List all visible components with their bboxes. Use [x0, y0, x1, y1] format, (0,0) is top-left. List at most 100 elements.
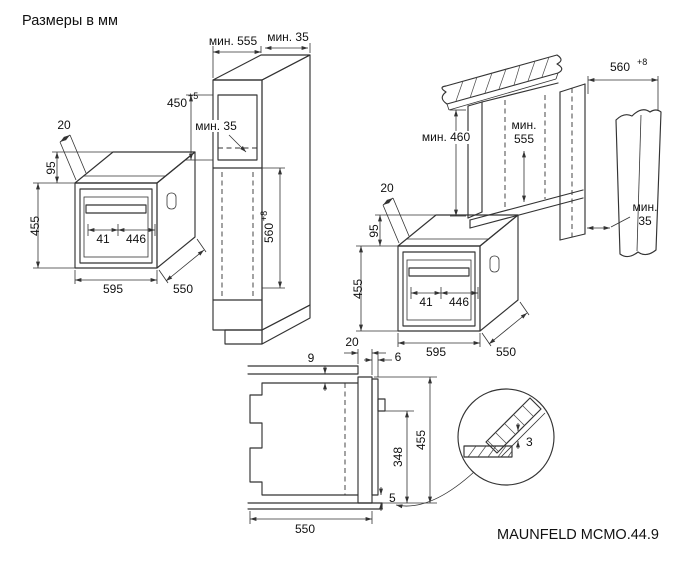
dim-min35-top: мин. 35 [265, 30, 311, 53]
dim-41-label: 41 [419, 295, 433, 309]
oven-side-grip [489, 255, 500, 273]
dim-20-label: 20 [57, 118, 71, 132]
dim-min35-base: мин. 35 [587, 200, 658, 230]
dim-560-tolerance: +8 [259, 211, 269, 221]
dim-560: 560 +8 [259, 167, 285, 289]
dim-95: 95 [367, 214, 436, 246]
dim-455-section-label: 455 [414, 430, 428, 450]
dim-min460-label: мин. 460 [422, 130, 471, 144]
dim-446-label: 446 [126, 232, 146, 246]
oven-top-face [74, 151, 196, 184]
dim-450-tolerance: +5 [188, 91, 198, 101]
plinth-side [261, 304, 311, 345]
oven-handle [85, 204, 147, 214]
bottom-shelf [469, 189, 584, 229]
section-drawing: 9 20 6 455 348 5 [247, 335, 437, 536]
detail-circle [457, 388, 555, 486]
shelf-hatching [467, 445, 513, 458]
dim-20-section: 20 [344, 335, 386, 375]
dim-41-label: 41 [96, 232, 110, 246]
dim-min555-label: мин. 555 [209, 34, 258, 48]
dim-560-base-label: 560 [610, 60, 630, 74]
dim-min35-base-value: 35 [638, 214, 652, 228]
dim-min555-base-word: мин. [512, 118, 537, 132]
rear-wall-torn-panel [615, 109, 662, 258]
door-section [371, 378, 379, 496]
dim-20: 20 [380, 181, 410, 244]
dim-min35-mid: мин. 35 [192, 119, 247, 153]
dim-560-base-tolerance: +8 [637, 57, 647, 67]
dim-550-label: 550 [173, 282, 193, 296]
dim-min555-base-value: 555 [514, 132, 534, 146]
dim-20-section-label: 20 [345, 335, 359, 349]
handle-section [377, 398, 386, 412]
dim-3: 3 [516, 423, 533, 449]
dim-455-section: 455 [374, 376, 437, 504]
dim-5-label: 5 [389, 491, 396, 505]
dim-6: 6 [364, 350, 402, 377]
dim-595-label: 595 [103, 282, 123, 296]
detail-circle-drawing: 3 [395, 388, 555, 509]
dim-41-446: 41 446 [87, 224, 156, 246]
rear-wall-thickness [636, 114, 642, 252]
dim-min555-base: мин. 555 [512, 118, 537, 202]
oven-handle [408, 267, 470, 277]
dim-595: 595 [74, 270, 158, 296]
oven-door-glass [83, 196, 149, 258]
oven-front-face [74, 182, 158, 269]
cabinet-top-face [212, 54, 311, 81]
oven-side-grip [166, 192, 177, 210]
dim-455: 455 [351, 245, 398, 332]
countertop-hatching [455, 56, 550, 102]
oven-right-drawing: 20 95 455 41 446 595 [351, 181, 530, 359]
dim-595-label: 595 [426, 345, 446, 359]
dim-455-label: 455 [28, 216, 42, 236]
countertop-torn-panel [441, 54, 563, 105]
detail-leader-arc [395, 471, 475, 509]
page-title: Размеры в мм [22, 13, 118, 29]
dim-550: 550 [158, 238, 207, 296]
dim-20-label: 20 [380, 181, 394, 195]
dim-450-label: 450 [167, 96, 187, 110]
oven-side-face [479, 214, 519, 332]
dim-560-label: 560 [262, 223, 276, 243]
door-edge-section [485, 397, 542, 454]
oven-door-glass [406, 259, 472, 321]
dim-348: 348 [385, 410, 414, 503]
dim-550-label: 550 [496, 345, 516, 359]
cabinet-front-face [212, 79, 263, 331]
dim-20: 20 [57, 118, 87, 181]
dim-446-label: 446 [449, 295, 469, 309]
dim-450: 450 +5 [167, 91, 213, 161]
oven-side-face [156, 151, 196, 269]
oven-door [402, 251, 476, 327]
dim-5: 5 [379, 487, 396, 511]
plinth-front [224, 329, 263, 345]
panel-surface-line [500, 412, 546, 458]
dim-min460: мин. 460 [418, 109, 474, 217]
dim-550-section-label: 550 [295, 522, 315, 536]
left-side-panel [467, 101, 483, 219]
base-cabinet-drawing: 560 +8 мин. 460 мин. 555 мин. 35 [418, 54, 662, 258]
dim-595: 595 [397, 333, 481, 359]
dim-95-label: 95 [44, 161, 58, 175]
oven-front-face [397, 245, 481, 332]
dim-560-base: 560 +8 [587, 57, 659, 110]
oven-body-profile [249, 382, 359, 496]
dim-min35-base-word: мин. [633, 200, 658, 214]
dim-9-label: 9 [308, 351, 315, 365]
niche-top-edge [481, 82, 559, 103]
right-side-panel [559, 83, 586, 241]
oven-door [79, 188, 153, 264]
dim-6-label: 6 [395, 350, 402, 364]
dim-455-label: 455 [351, 279, 365, 299]
model-label: MAUNFELD MCMO.44.9 [497, 527, 659, 543]
oven-left-drawing: 20 95 455 41 446 595 [28, 118, 207, 296]
dim-95: 95 [44, 151, 113, 183]
dim-min35-top-label: мин. 35 [267, 30, 309, 44]
dim-455: 455 [28, 182, 75, 269]
dim-550: 550 [481, 301, 530, 359]
dim-41-446: 41 446 [410, 287, 479, 309]
